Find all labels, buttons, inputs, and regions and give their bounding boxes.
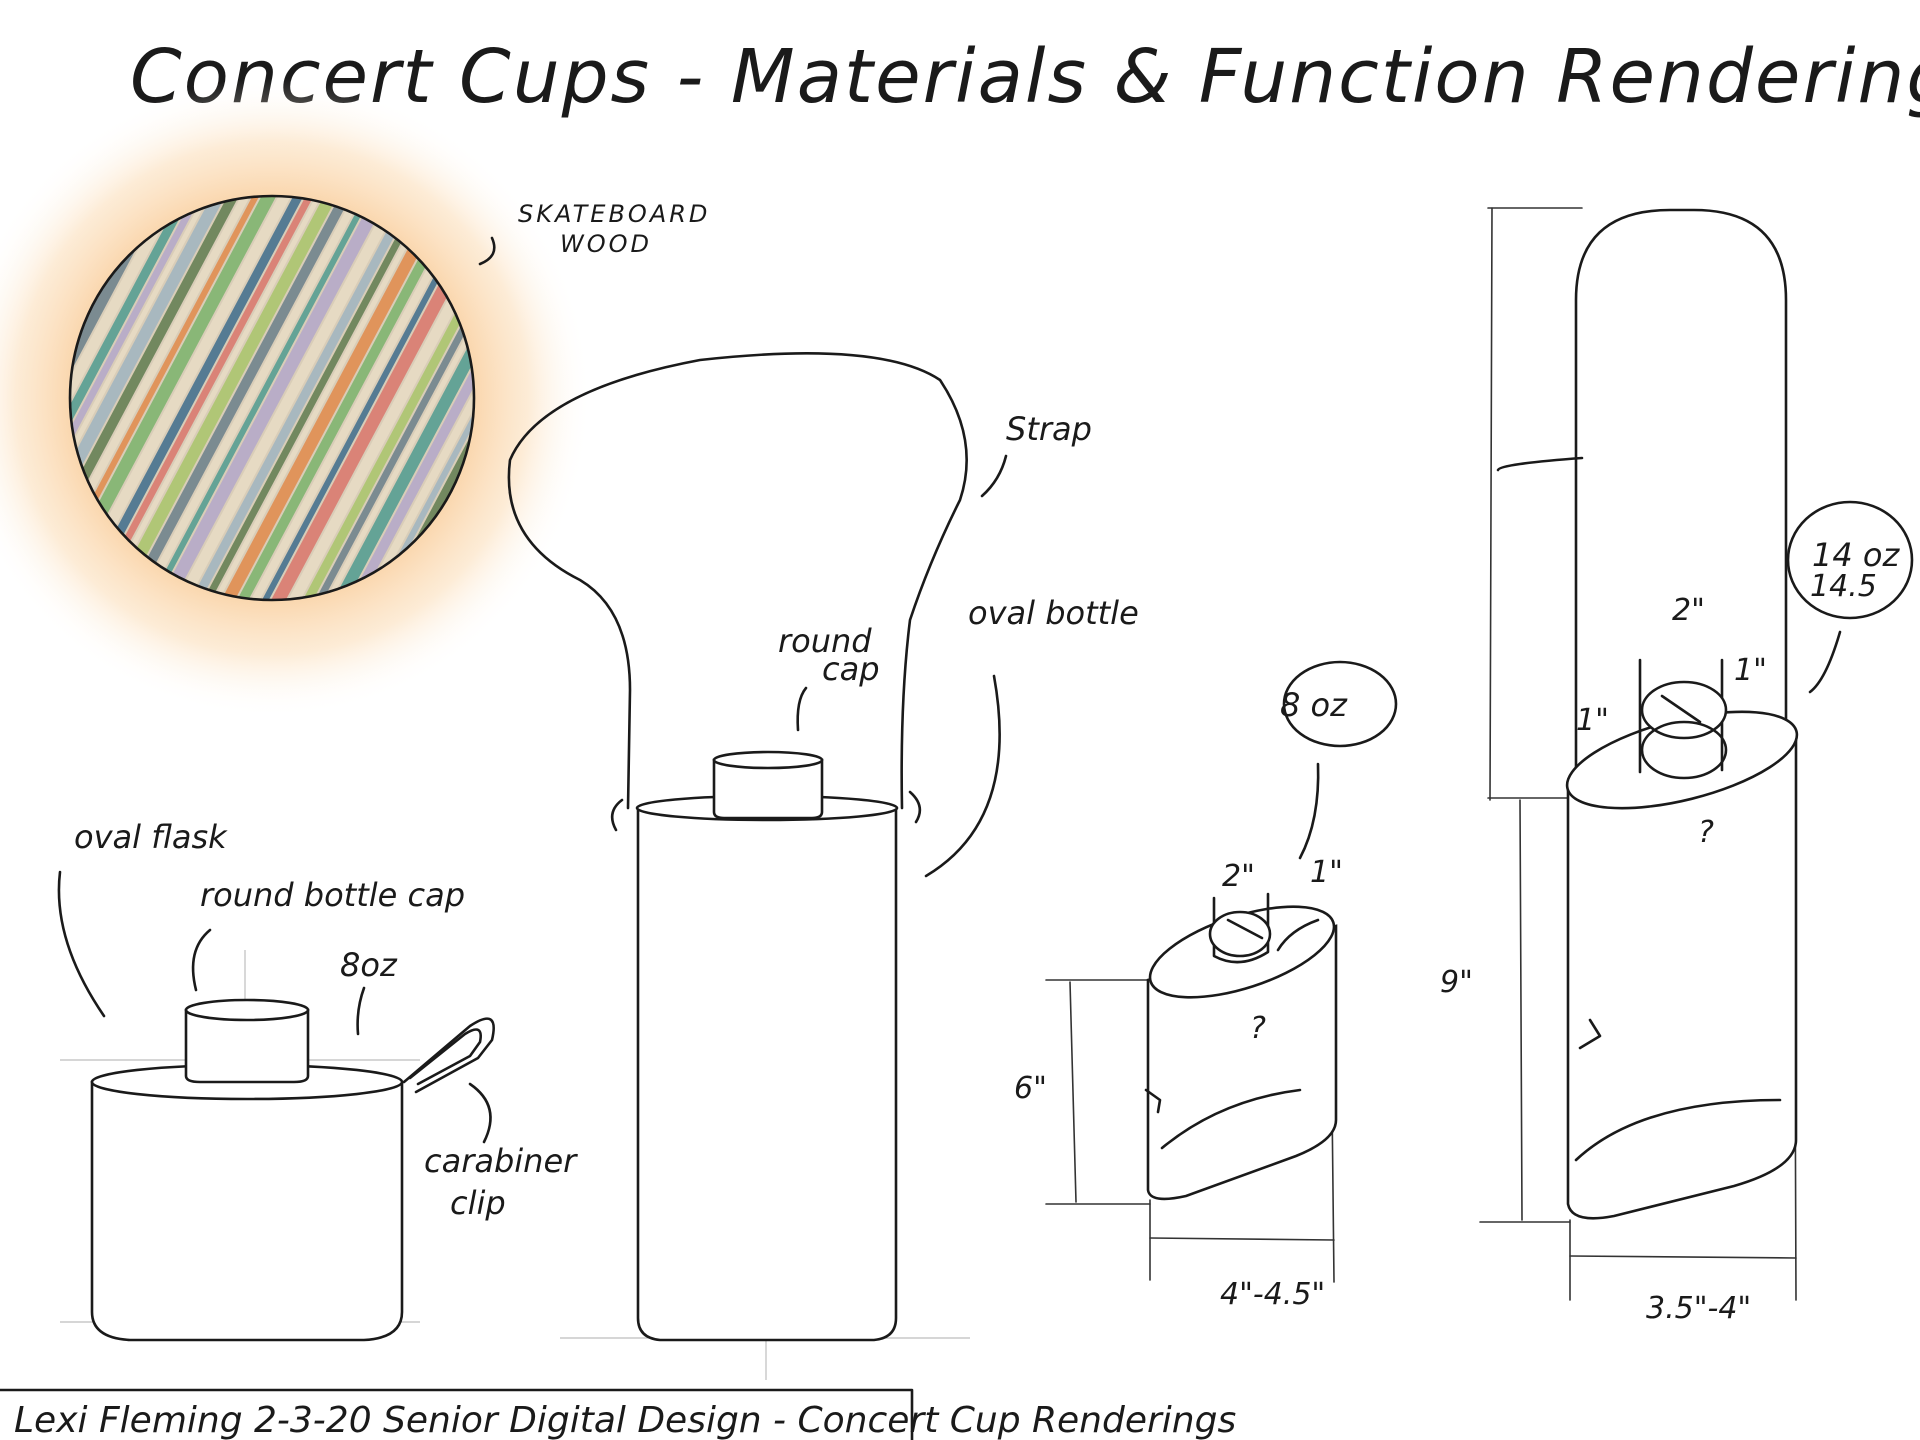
wood-stripe <box>253 196 474 600</box>
wood-stripe <box>190 196 474 600</box>
material-outline <box>68 194 476 602</box>
wood-stripe <box>208 196 474 600</box>
small-cap-width: 2" <box>1222 859 1255 894</box>
wood-stripe <box>70 196 339 600</box>
tall-flask-drawing: 14 oz 14.5 2" 1" 1" ? 9" 3.5"-4" <box>1440 207 1914 1326</box>
wood-stripe <box>227 196 474 600</box>
material-swatch: SKATEBOARD WOOD <box>0 78 710 718</box>
wood-stripe <box>70 196 292 600</box>
wood-stripe <box>70 196 321 600</box>
bottle-cap-label-line2: cap <box>822 650 880 688</box>
bottle-strap <box>507 352 968 810</box>
tall-cap-height: 1" <box>1734 653 1767 688</box>
oval-flask-drawing: oval flask round bottle cap 8oz carabine… <box>57 818 578 1342</box>
material-label-line1: SKATEBOARD <box>518 200 710 228</box>
small-width-dim: 4"-4.5" <box>1220 1277 1325 1312</box>
wood-stripe <box>70 196 303 600</box>
wood-stripe <box>214 196 474 600</box>
wood-stripe <box>237 196 474 600</box>
carabiner-label-line2: clip <box>450 1184 506 1222</box>
footer-box: Lexi Fleming 2-3-20 Senior Digital Desig… <box>0 1388 1236 1440</box>
wood-stripe <box>70 196 313 600</box>
oval-bottle-drawing: Strap round cap oval bottle <box>507 352 1139 1380</box>
oval-flask-label: oval flask <box>74 818 228 856</box>
small-volume-label: 8 oz <box>1280 686 1348 724</box>
tall-volume-alt: 14.5 <box>1810 569 1877 604</box>
wood-stripe <box>70 196 327 600</box>
strap-label: Strap <box>1006 410 1092 448</box>
carabiner-label-line1: carabiner <box>424 1142 578 1180</box>
material-pointer <box>478 236 496 266</box>
flask-volume-label: 8oz <box>340 946 398 984</box>
wood-stripe <box>70 196 350 600</box>
wood-stripe <box>246 196 474 600</box>
material-label-line2: WOOD <box>560 230 652 258</box>
flask-cap-label: round bottle cap <box>200 876 465 914</box>
small-volume-bubble <box>1282 660 1398 748</box>
wood-stripe <box>200 196 474 600</box>
page-title: Concert Cups - Materials & Function Rend… <box>130 34 1920 120</box>
small-unknown-mark: ? <box>1250 1011 1266 1046</box>
tall-unknown-mark: ? <box>1698 815 1714 850</box>
tall-volume-label: 14 oz <box>1812 536 1900 574</box>
bottle-cap-label-line1: round <box>778 622 872 660</box>
tall-cap-side: 1" <box>1576 703 1609 738</box>
small-cap-height: 1" <box>1310 855 1343 890</box>
tall-width-dim: 3.5"-4" <box>1646 1291 1751 1326</box>
tall-volume-bubble <box>1786 500 1914 620</box>
footer-credit: Lexi Fleming 2-3-20 Senior Digital Desig… <box>14 1400 1236 1440</box>
small-height-dim: 6" <box>1014 1071 1047 1106</box>
tall-cap-width: 2" <box>1672 593 1705 628</box>
oval-bottle-label: oval bottle <box>968 594 1139 632</box>
small-flask-drawing: 8 oz 2" 1" ? 6" 4"-4.5" <box>1014 660 1398 1312</box>
tall-height-dim: 9" <box>1440 965 1473 1000</box>
flask-label-pointer <box>57 870 106 1018</box>
